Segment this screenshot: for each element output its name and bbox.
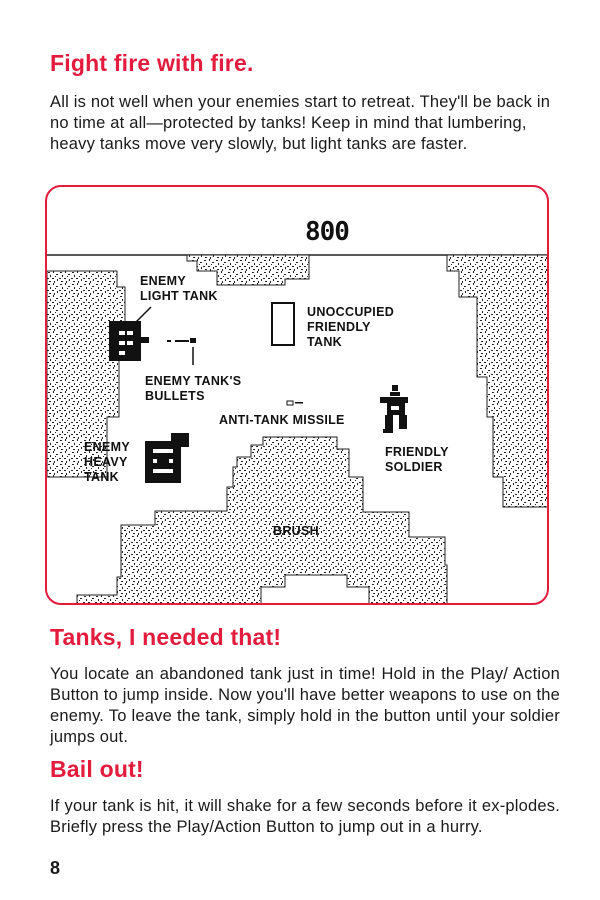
light-tank-pointer <box>134 306 152 324</box>
section-heading-fight-fire: Fight fire with fire. <box>50 50 254 76</box>
anti-tank-missile-sprite <box>286 400 303 406</box>
section-text-fight-fire: All is not well when your enemies start … <box>50 93 551 153</box>
label-friendly-soldier: FRIENDLY SOLDIER <box>385 445 449 474</box>
label-brush: BRUSH <box>273 524 319 538</box>
label-unoccupied-friendly-tank: UNOCCUPIED FRIENDLY TANK <box>307 305 395 349</box>
label-enemy-light-tank: ENEMY LIGHT TANK <box>140 274 218 303</box>
section-text-bail-out: If your tank is hit, it will shake for a… <box>50 797 560 836</box>
game-screen-graphic <box>47 254 547 603</box>
enemy-tank-bullets-sprite <box>167 338 196 343</box>
label-enemy-heavy-tank: ENEMY HEAVY TANK <box>84 440 130 484</box>
game-screen-illustration: 800 ENEMY LIGHT TANK UNOCCUPIED FRIENDLY… <box>45 185 549 605</box>
enemy-light-tank-sprite <box>109 321 149 361</box>
page-number: 8 <box>50 858 61 878</box>
label-enemy-tanks-bullets: ENEMY TANK'S BULLETS <box>145 374 242 403</box>
section-heading-tanks-needed: Tanks, I needed that! <box>50 624 282 650</box>
section-text-tanks-needed: You locate an abandoned tank just in tim… <box>50 665 560 746</box>
right-brush <box>446 254 547 508</box>
label-anti-tank-missile: ANTI-TANK MISSILE <box>219 413 345 427</box>
central-brush <box>76 436 448 603</box>
score-display: 800 <box>305 217 350 247</box>
enemy-heavy-tank-sprite <box>145 433 189 483</box>
top-brush <box>186 254 310 286</box>
unoccupied-friendly-tank-sprite <box>271 302 295 346</box>
section-heading-bail-out: Bail out! <box>50 756 144 782</box>
friendly-soldier-sprite <box>380 385 408 433</box>
